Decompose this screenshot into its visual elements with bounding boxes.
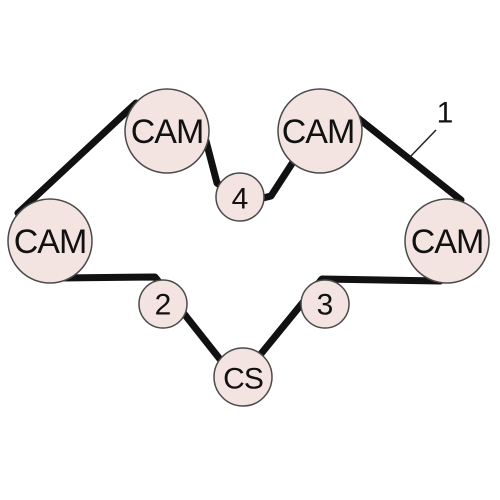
- idler-label-3: 3: [317, 289, 334, 322]
- idler-label-2: 2: [155, 289, 172, 322]
- cam-pulley-right: [404, 198, 490, 284]
- belt-callout-label: 1: [437, 97, 454, 130]
- cam-pulley-upper-right: [277, 88, 363, 174]
- idler-label-4: 4: [232, 183, 249, 216]
- cam-label-upper-left: CAM: [131, 113, 204, 151]
- cam-label-upper-right: CAM: [282, 113, 355, 151]
- idler-pulley-4: [215, 172, 265, 222]
- crankshaft-pulley: [213, 347, 273, 407]
- callout-leader-line: [409, 129, 437, 158]
- cam-label-right: CAM: [411, 223, 484, 261]
- cam-pulley-upper-left: [124, 88, 210, 174]
- cam-pulley-left: [7, 198, 93, 284]
- idler-pulley-3: [300, 279, 350, 329]
- idler-pulley-2: [138, 279, 188, 329]
- cam-label-left: CAM: [14, 223, 87, 261]
- crankshaft-label: CS: [223, 363, 263, 396]
